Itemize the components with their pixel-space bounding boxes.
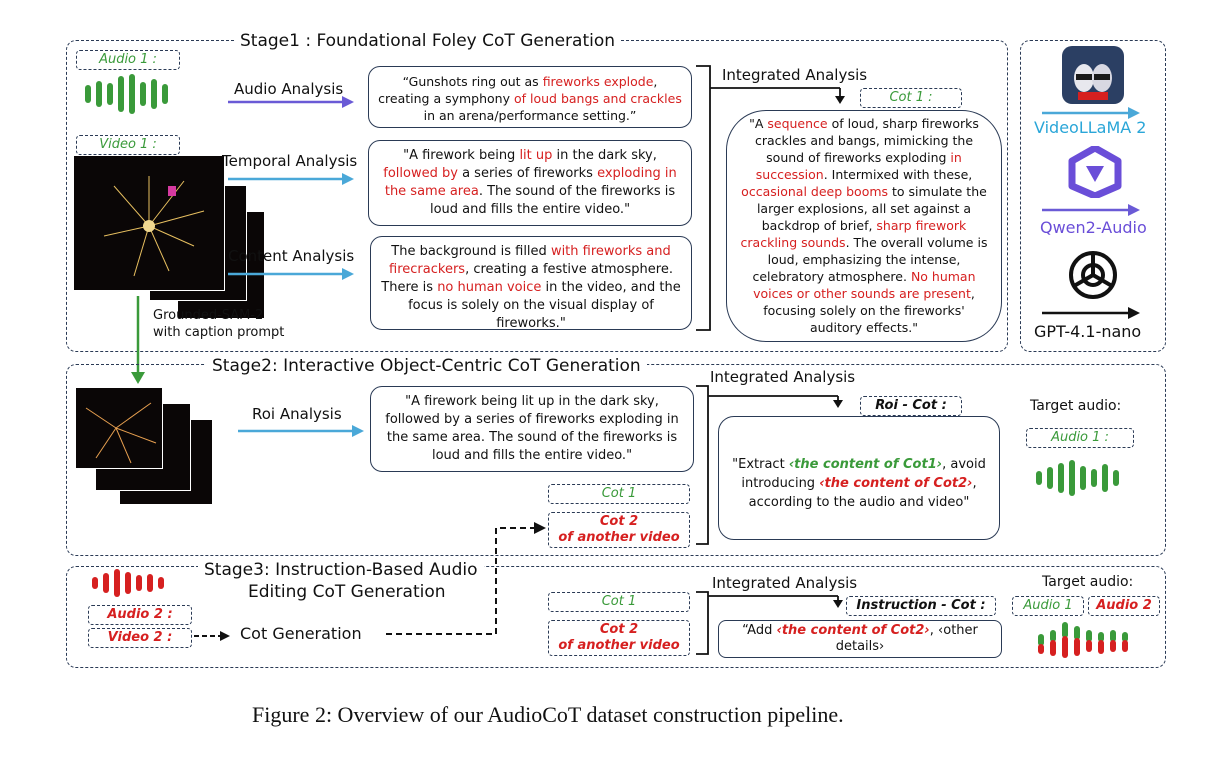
roi-analysis-arrow xyxy=(238,425,364,437)
gpt-arrow xyxy=(1042,307,1140,319)
stage2-bracket xyxy=(696,385,843,545)
cot-generation-arrow xyxy=(386,522,546,635)
temporal-analysis-label: Temporal Analysis xyxy=(222,152,358,170)
models-box xyxy=(1020,40,1166,352)
stage1-title: Stage1 : Foundational Foley CoT Generati… xyxy=(234,31,622,51)
firework-icon xyxy=(103,176,205,277)
video1-tag: Video 1 : xyxy=(76,135,180,155)
stage3-bracket xyxy=(696,591,843,655)
audio1-tag: Audio 1 : xyxy=(76,50,180,70)
stage3-integrated-label: Integrated Analysis xyxy=(712,574,858,592)
instruction-cot-text: “Add ‹the content of Cot2›, ‹other detai… xyxy=(718,620,1002,658)
gpt-logo xyxy=(1069,251,1117,299)
stage2-integrated-label: Integrated Analysis xyxy=(710,368,856,386)
stage2-target-waveform xyxy=(1036,460,1119,496)
video2-arrow xyxy=(194,631,230,641)
figure-caption: Figure 2: Overview of our AudioCoT datas… xyxy=(252,702,844,727)
content-analysis-text: The background is filled with fireworks … xyxy=(370,236,692,331)
roi-cot-text: "Extract ‹the content of Cot1›, avoid in… xyxy=(718,416,1000,540)
stage2-cot1-tag: Cot 1 xyxy=(548,484,690,504)
stage3-cot1-tag: Cot 1 xyxy=(548,592,690,612)
stage3-audio2-tag: Audio 2 xyxy=(1088,596,1160,616)
stage2-target-audio-label: Target audio: xyxy=(1030,398,1122,414)
videollama-arrow xyxy=(1042,107,1140,119)
stage3-audio1-tag: Audio 1 xyxy=(1012,596,1084,616)
audio-analysis-text: “Gunshots ring out as fireworks explode,… xyxy=(368,66,692,128)
audio2-waveform xyxy=(92,568,164,598)
stage2-cot2-tag: Cot 2 of another video xyxy=(548,512,690,548)
grounded-sam-label: Grounded-SAM-2 with caption prompt xyxy=(153,308,285,340)
stage2-cot2-line1: Cot 2 xyxy=(599,514,639,529)
audio1-waveform xyxy=(85,74,168,114)
stage3-title-line2: Editing CoT Generation xyxy=(248,582,446,602)
videollama-logo xyxy=(1062,46,1124,104)
stage3-mixed-waveform xyxy=(1038,622,1128,658)
stage3-cot2-line2: of another video xyxy=(558,638,680,653)
stage3-target-audio-label: Target audio: xyxy=(1042,574,1134,590)
roi-frame-1 xyxy=(76,388,162,468)
stage3-cot2-tag: Cot 2 of another video xyxy=(548,620,690,656)
temporal-analysis-text: "A firework being lit up in the dark sky… xyxy=(368,140,692,226)
qwen-logo xyxy=(1068,146,1122,198)
content-analysis-arrow xyxy=(228,268,354,280)
video2-tag: Video 2 : xyxy=(88,628,192,648)
roi-analysis-label: Roi Analysis xyxy=(252,405,342,423)
grounded-sam-arrow xyxy=(131,296,145,384)
audio2-tag: Audio 2 : xyxy=(88,605,192,625)
qwen-name: Qwen2-Audio xyxy=(1040,218,1147,237)
qwen-arrow xyxy=(1042,204,1140,216)
roi-cot-tag: Roi - Cot : xyxy=(860,396,962,416)
instruction-cot-tag: Instruction - Cot : xyxy=(846,596,996,616)
roi-analysis-text: "A firework being lit up in the dark sky… xyxy=(370,386,694,472)
stage3-title-line1: Stage3: Instruction-Based Audio xyxy=(198,560,484,580)
cot1-integrated-text: "A sequence of loud, sharp fireworks cra… xyxy=(726,110,1002,342)
stage3-box xyxy=(66,566,1166,668)
audio-analysis-arrow xyxy=(228,96,354,108)
video-frame-1 xyxy=(74,156,224,290)
stage2-title: Stage2: Interactive Object-Centric CoT G… xyxy=(206,356,647,376)
stage1-integrated-label: Integrated Analysis xyxy=(722,66,868,84)
audio-analysis-label: Audio Analysis xyxy=(234,80,344,98)
stage3-cot2-line1: Cot 2 xyxy=(599,622,639,637)
stage2-cot2-line2: of another video xyxy=(558,530,680,545)
cot1-tag: Cot 1 : xyxy=(860,88,962,108)
videollama-name: VideoLLaMA 2 xyxy=(1034,118,1147,137)
gpt-name: GPT-4.1-nano xyxy=(1034,322,1142,341)
temporal-analysis-arrow xyxy=(228,173,354,185)
stage1-bracket xyxy=(696,65,845,331)
content-analysis-label: Content Analysis xyxy=(228,247,355,265)
stage2-audio1-tag: Audio 1 : xyxy=(1026,428,1134,448)
roi-firework-icon xyxy=(85,402,157,464)
cot-generation-label: Cot Generation xyxy=(240,624,362,643)
